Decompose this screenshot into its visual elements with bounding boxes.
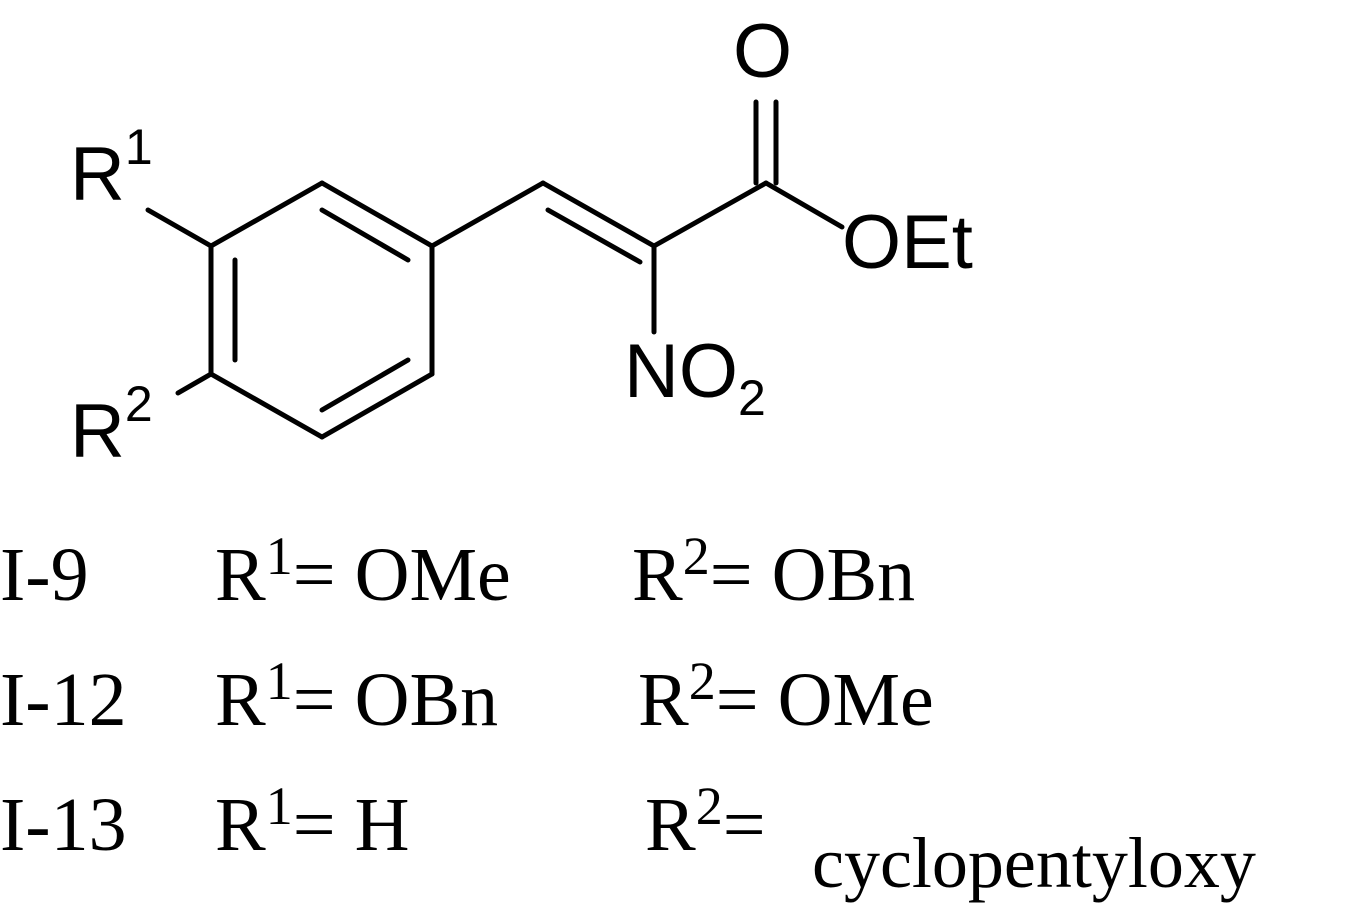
benzene-ring: [208, 180, 435, 440]
ester-ethoxy-label: OEt: [842, 200, 973, 285]
r2-cyclopentyloxy: cyclopentyloxy: [812, 823, 1256, 903]
vinyl-bond: [429, 180, 546, 249]
r2-definition: R2=: [645, 776, 766, 867]
alkene-double-bond-b: [545, 207, 643, 265]
r2-bond: [175, 371, 214, 396]
ester-bond: [763, 180, 845, 230]
carbonyl-carbon-bond: [651, 180, 769, 249]
r1-definition: R1= H: [215, 776, 410, 867]
r2-definition: R2= OMe: [638, 651, 934, 742]
r1-definition: R1= OBn: [215, 651, 499, 742]
r2-definition: R2= OBn: [632, 526, 916, 617]
r1-definition: R1= OMe: [215, 526, 511, 617]
r2-label: R2: [70, 376, 153, 474]
r1-label: R1: [70, 119, 153, 217]
alkene-double-bond-a: [540, 180, 657, 249]
nitro-group-label: NO2: [624, 329, 766, 426]
compound-id: I-9: [0, 533, 89, 617]
compound-row-i13: I-13 R1= H R2= cyclopentyloxy: [0, 770, 1362, 903]
compound-row-i9: I-9 R1= OMe R2= OBn: [0, 520, 1362, 630]
compound-row-i12: I-12 R1= OBn R2= OMe: [0, 645, 1362, 755]
r1-bond: [145, 207, 214, 249]
compound-id: I-12: [0, 658, 127, 742]
carbonyl-oxygen-label: O: [733, 9, 792, 94]
chemical-structure: R1 R2 O OEt NO2: [70, 9, 973, 474]
compound-id: I-13: [0, 783, 127, 867]
